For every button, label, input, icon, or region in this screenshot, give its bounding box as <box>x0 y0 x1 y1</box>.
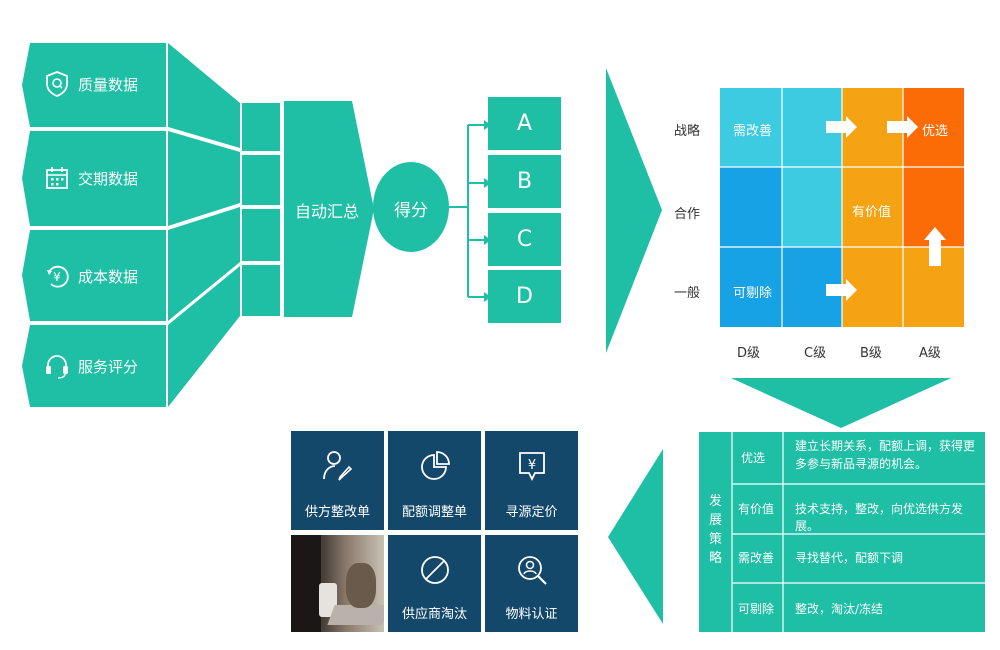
input-block-quality <box>22 43 166 127</box>
grade-connectors <box>449 124 484 298</box>
tile-material-certification[interactable]: 物料认证 <box>485 535 578 632</box>
matrix-col-label: C级 <box>804 346 827 361</box>
cell-removable: 可剔除 <box>733 286 773 301</box>
input-label: 成本数据 <box>78 267 139 286</box>
grade-label-a: A <box>516 111 533 136</box>
arrow-right-icon <box>887 116 918 138</box>
flow-arrow-right <box>606 68 662 353</box>
tile-label: 供方整改单 <box>304 505 370 520</box>
price-tag-icon: ¥ <box>518 452 545 482</box>
input-item-delivery: 交期数据 <box>44 164 138 192</box>
headset-icon <box>46 355 68 379</box>
strategy-side-title: 发 展 策 略 <box>708 494 722 566</box>
input-blocks <box>22 43 166 407</box>
calendar-icon <box>46 167 68 189</box>
grade-boxes <box>488 97 561 323</box>
flow-arrow-down <box>731 378 951 428</box>
grade-label-b: B <box>516 169 533 194</box>
merge-bars <box>242 103 280 316</box>
tile-quota-adjust[interactable]: 配额调整单 <box>388 431 481 530</box>
input-block-cost <box>22 230 166 321</box>
strategy-name: 优选 <box>741 451 766 465</box>
tile-label: 供应商淘汰 <box>401 607 467 622</box>
matrix-arrows <box>826 116 946 301</box>
tile-supplier-elimination[interactable]: 供应商淘汰 <box>388 535 481 632</box>
cell-needs-improve: 需改善 <box>733 124 773 139</box>
grade-label-c: C <box>516 227 533 252</box>
strategy-desc: 技术支持，整改，向优选供方发展。 <box>795 502 964 533</box>
strategy-desc: 整改，淘汰/冻结 <box>795 602 884 616</box>
arrow-right-icon <box>826 279 857 301</box>
matrix-row-label: 战略 <box>674 124 701 139</box>
strategy-table <box>699 432 985 632</box>
person-edit-icon <box>322 451 352 481</box>
grade-arrowheads <box>484 120 491 302</box>
tile-sourcing-pricing[interactable]: ¥ 寻源定价 <box>485 431 578 530</box>
tile-supplier-rectification[interactable]: 供方整改单 <box>291 431 384 530</box>
strategy-name: 需改善 <box>738 551 775 565</box>
cell-valuable: 有价值 <box>852 205 892 220</box>
search-person-icon <box>517 556 547 585</box>
aggregate-label: 自动汇总 <box>295 202 360 221</box>
matrix-row-label: 合作 <box>674 207 701 222</box>
input-item-cost: ¥ 成本数据 <box>44 262 138 290</box>
matrix-col-label: D级 <box>737 346 761 361</box>
shield-q-icon <box>46 71 68 97</box>
input-label: 服务评分 <box>78 357 139 376</box>
yen-circle-icon: ¥ <box>47 265 69 288</box>
tile-label: 配额调整单 <box>401 505 467 520</box>
input-block-delivery <box>22 131 166 226</box>
matrix-grid <box>720 88 964 327</box>
input-label: 交期数据 <box>78 169 139 188</box>
matrix-col-label: A级 <box>919 346 941 361</box>
tile-label: 寻源定价 <box>505 505 558 520</box>
prohibited-icon <box>420 556 449 584</box>
score-label: 得分 <box>394 201 428 221</box>
funnel-connectors <box>168 43 240 407</box>
strategy-name: 可剔除 <box>738 602 775 616</box>
input-item-quality: 质量数据 <box>44 70 138 98</box>
strategy-name: 有价值 <box>738 502 775 516</box>
strategy-desc: 建立长期关系，配额上调，获得更多参与新品寻源的机会。 <box>795 439 976 471</box>
tile-label: 物料认证 <box>505 607 558 622</box>
pie-chart-icon <box>420 451 450 480</box>
matrix-col-label: B级 <box>860 346 882 361</box>
flow-arrow-left <box>608 449 663 624</box>
svg-text:¥: ¥ <box>527 458 535 473</box>
cell-preferred: 优选 <box>922 124 949 139</box>
input-item-service: 服务评分 <box>44 352 138 380</box>
score-circle <box>373 162 449 252</box>
grade-label-d: D <box>516 284 533 309</box>
strategy-desc: 寻找替代，配额下调 <box>795 551 904 565</box>
matrix-row-label: 一般 <box>674 286 701 301</box>
input-block-service <box>22 325 166 407</box>
arrow-right-icon <box>826 116 857 138</box>
office-photo <box>291 535 384 632</box>
input-label: 质量数据 <box>78 75 139 94</box>
aggregate-block <box>284 101 374 317</box>
arrow-up-icon <box>924 227 946 266</box>
svg-text:¥: ¥ <box>53 270 61 284</box>
